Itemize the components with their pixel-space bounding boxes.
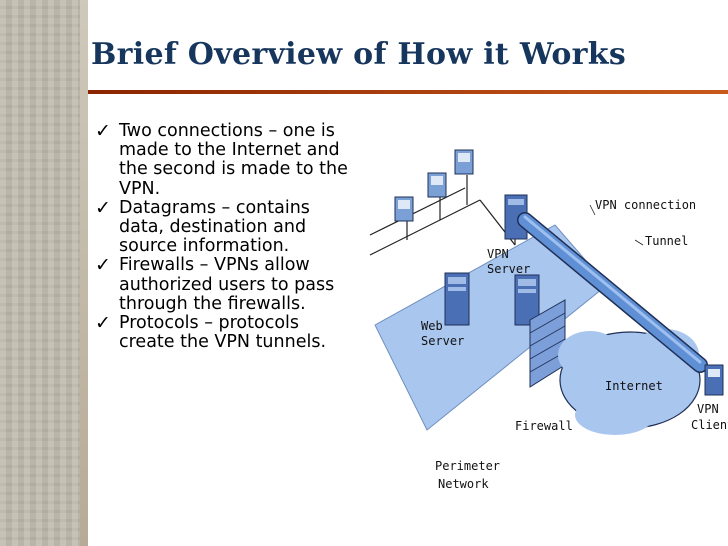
perimeter-network-label: Perimeter — [435, 459, 500, 473]
perimeter-network-label: Network — [438, 477, 489, 491]
bullet-list: ✓ Two connections – one is made to the I… — [92, 120, 354, 353]
vpn-network-diagram: VPN connection Tunnel VPN Server Web Ser… — [369, 149, 728, 491]
checkmark-icon: ✓ — [95, 254, 111, 277]
checkmark-icon: ✓ — [95, 312, 111, 335]
web-server-icon — [444, 272, 470, 326]
bullet-item: ✓ Datagrams – contains data, destination… — [92, 196, 354, 257]
bullet-item: ✓ Firewalls – VPNs allow authorized user… — [92, 256, 354, 314]
vpn-connection-label: VPN connection — [595, 198, 696, 212]
slide-title: Brief Overview of How it Works — [91, 37, 627, 72]
computer-icon — [454, 149, 474, 175]
computer-icon — [427, 172, 447, 198]
leader-lines — [589, 204, 644, 246]
decorative-side-strip — [80, 0, 88, 546]
bullet-text: Firewalls – VPNs allow authorized users … — [119, 255, 335, 314]
vpn-client-label: Client — [691, 418, 728, 432]
checkmark-icon: ✓ — [95, 196, 111, 219]
web-server-label: Web — [421, 319, 443, 333]
computer-icon — [394, 196, 414, 222]
decorative-side-border — [0, 0, 82, 546]
web-server-label: Server — [421, 334, 464, 348]
bullet-text: Two connections – one is made to the Int… — [119, 121, 348, 199]
tunnel-label: Tunnel — [645, 234, 688, 248]
title-underline — [88, 90, 728, 94]
bullet-text: Protocols – protocols create the VPN tun… — [119, 313, 327, 353]
checkmark-icon: ✓ — [95, 120, 111, 142]
tunnel-tube — [517, 212, 708, 373]
bullet-item: ✓ Two connections – one is made to the I… — [92, 120, 354, 199]
bullet-text: Datagrams – contains data, destination a… — [119, 197, 310, 257]
firewall-icon — [529, 299, 566, 388]
internet-label: Internet — [605, 379, 663, 393]
firewall-label: Firewall — [515, 419, 573, 433]
vpn-server-label: Server — [487, 262, 530, 276]
vpn-client-icon — [704, 364, 724, 396]
bullet-item: ✓ Protocols – protocols create the VPN t… — [92, 312, 354, 353]
vpn-client-label: VPN — [697, 402, 719, 416]
vpn-server-label: VPN — [487, 247, 509, 261]
